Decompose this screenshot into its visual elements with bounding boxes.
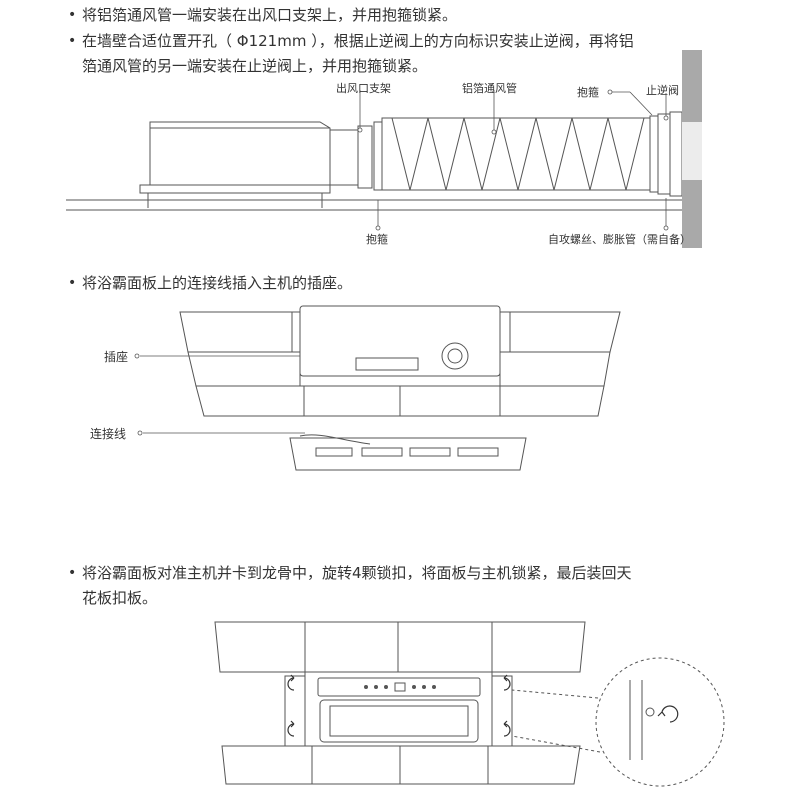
- label-clamp-top: 抱箍: [577, 85, 599, 99]
- label-check-valve: 止逆阀: [646, 83, 679, 97]
- bullet: •: [68, 275, 77, 291]
- label-socket: 插座: [104, 349, 128, 364]
- label-outlet-bracket: 出风口支架: [336, 81, 391, 95]
- label-cable: 连接线: [90, 426, 126, 441]
- bullet: •: [68, 565, 77, 581]
- wall: [682, 50, 702, 122]
- label-foil-duct: 铝箔通风管: [462, 81, 517, 95]
- step-3-text: 将浴霸面板上的连接线插入主机的插座。: [82, 274, 353, 292]
- step-4-text-line2: 花板扣板。: [82, 589, 158, 607]
- step-2-text-line1: 在墙壁合适位置开孔（ Φ121mm ），根据止逆阀上的方向标识安装止逆阀，再将铝: [82, 32, 634, 50]
- step-1-text: 将铝箔通风管一端安装在出风口支架上，并用抱箍锁紧。: [82, 6, 458, 24]
- label-screws: 自攻螺丝、膨胀管（需自备）: [548, 232, 691, 246]
- bullet: •: [68, 33, 77, 49]
- label-clamp-bottom: 抱箍: [366, 232, 388, 246]
- step-2-text-line2: 箔通风管的另一端安装在止逆阀上，并用抱箍锁紧。: [82, 57, 428, 75]
- bullet: •: [68, 7, 77, 23]
- step-4-text-line1: 将浴霸面板对准主机并卡到龙骨中，旋转4颗锁扣，将面板与主机锁紧，最后装回天: [82, 564, 632, 582]
